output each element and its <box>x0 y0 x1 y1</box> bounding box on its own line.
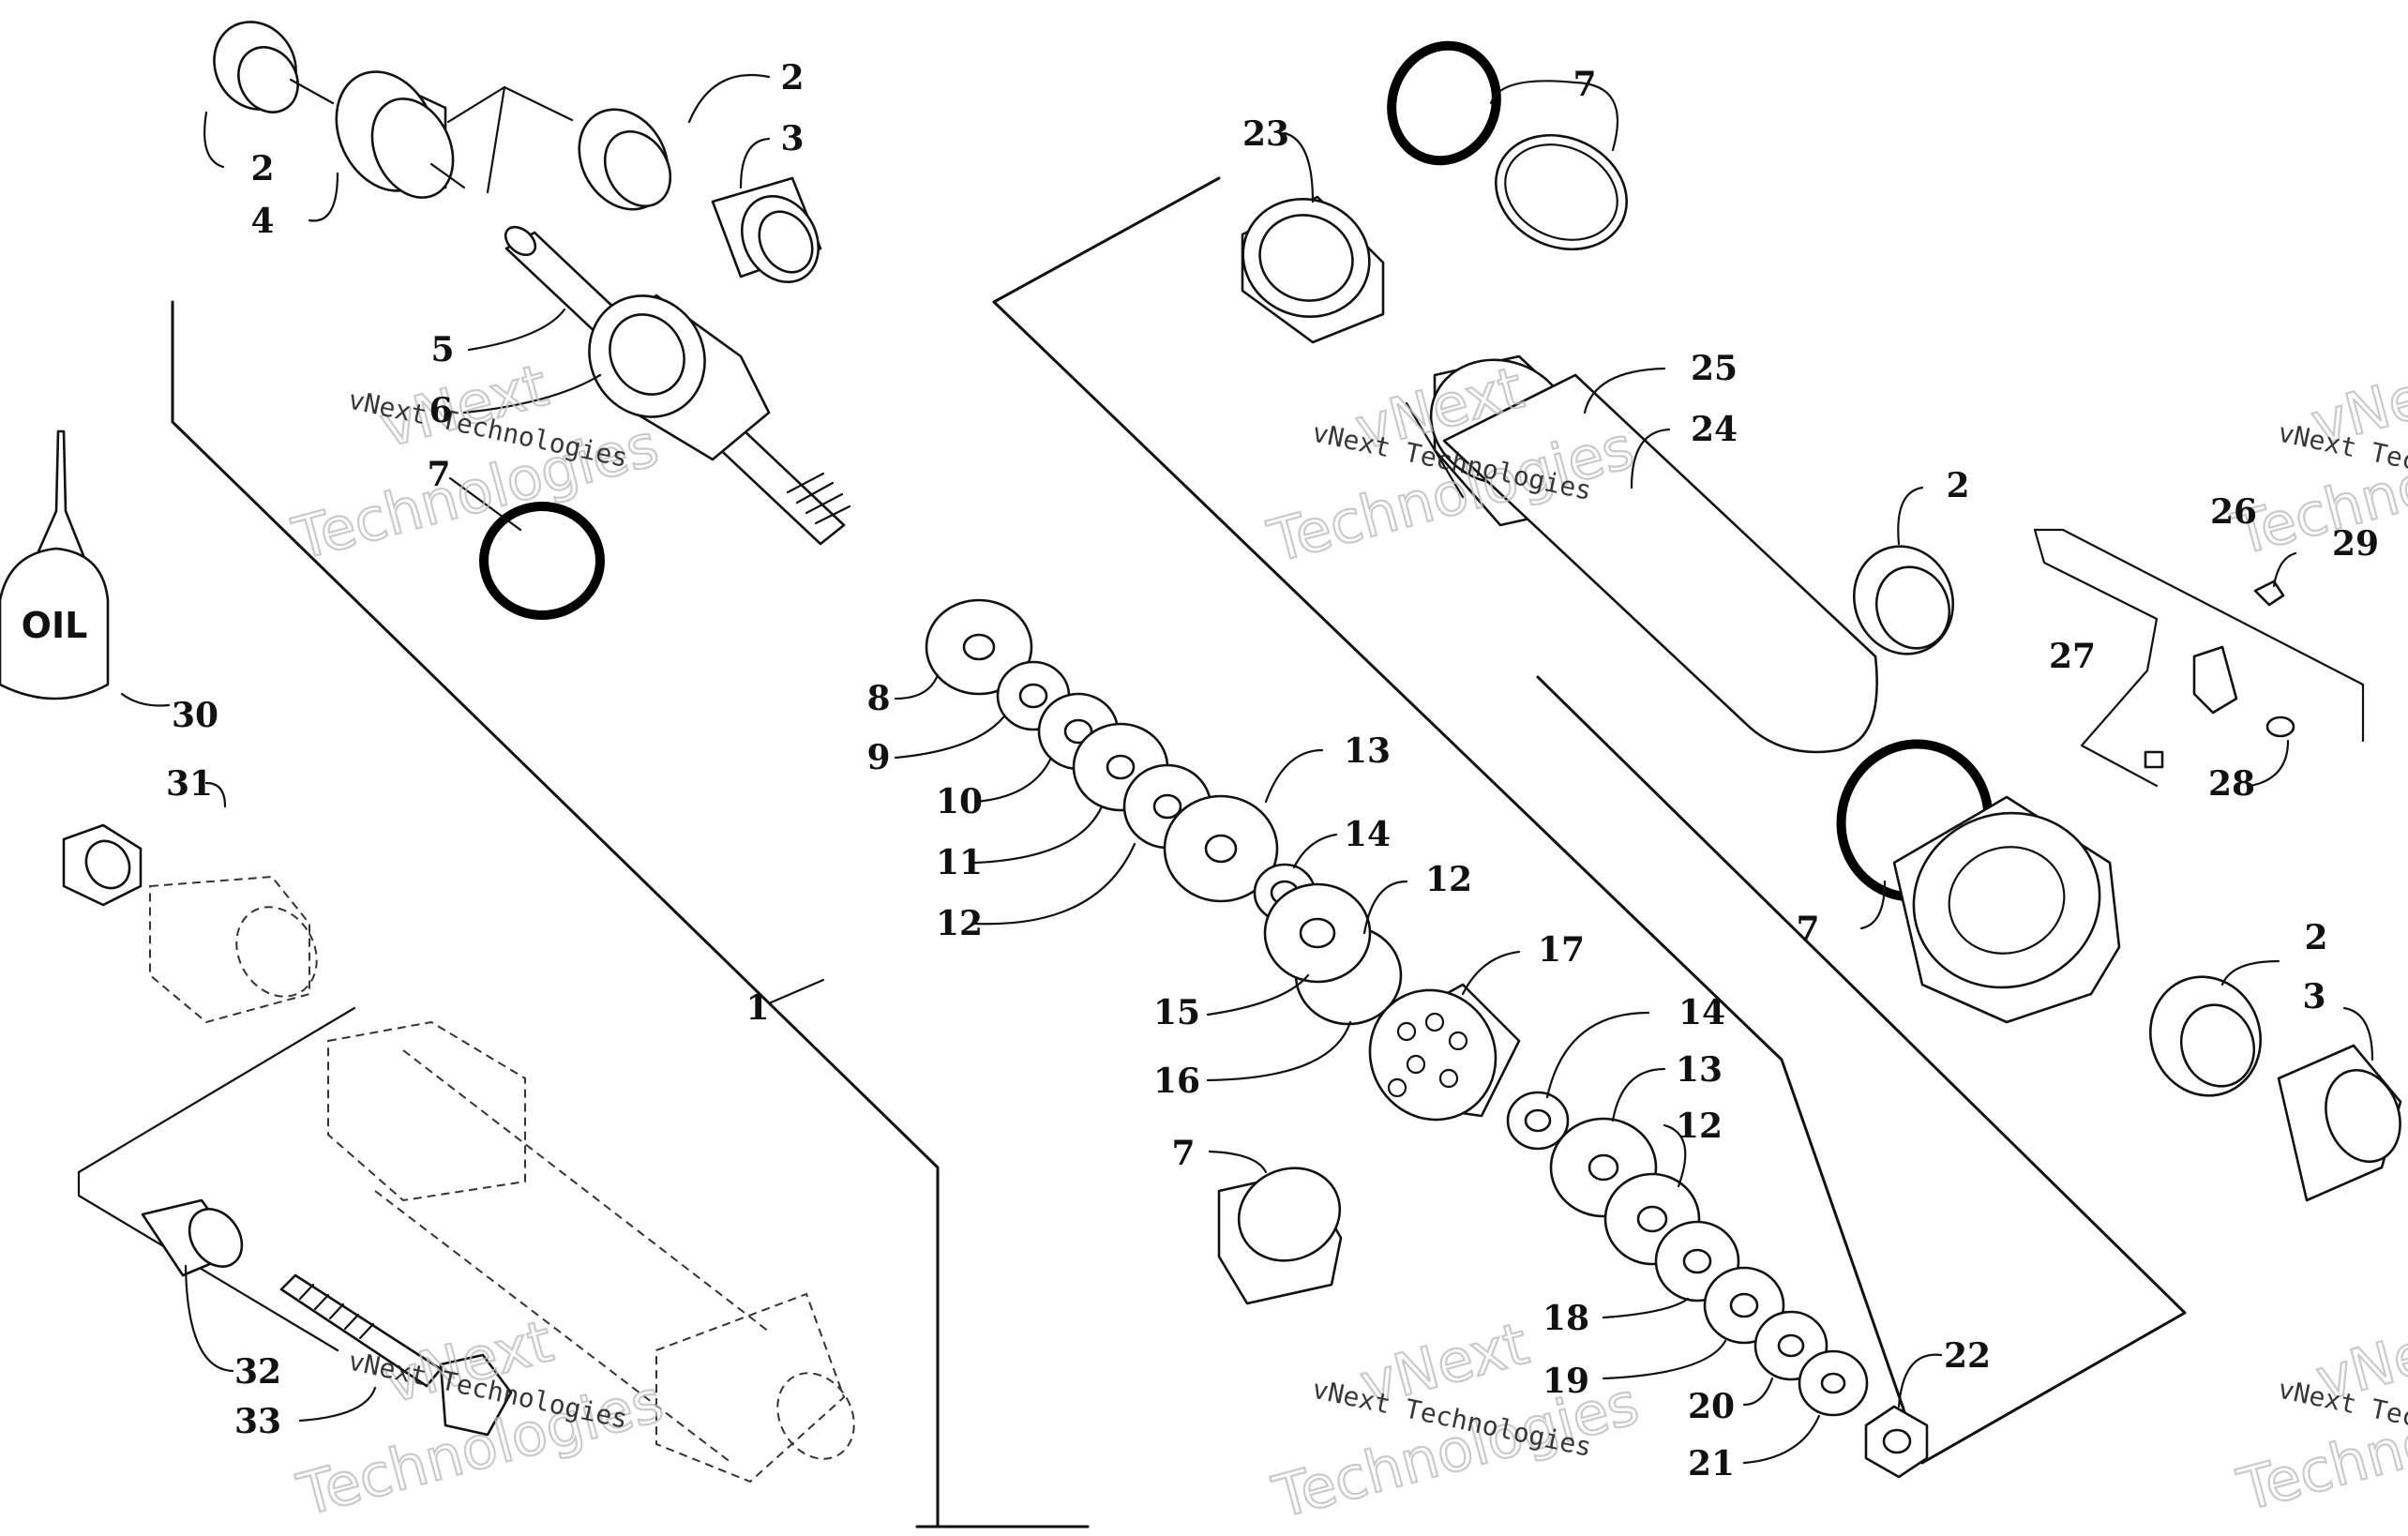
bushing-part-2-left <box>213 21 335 113</box>
piston-part-17 <box>1368 983 1521 1122</box>
zigzag-connector <box>446 85 574 194</box>
callout-label: 26 <box>2210 492 2257 532</box>
callout-label: 25 <box>1691 349 1738 388</box>
callout-label: 7 <box>1796 910 1819 949</box>
cap-part-23 <box>1241 195 1385 344</box>
callout-label: 33 <box>234 1402 281 1441</box>
callout-label: 3 <box>780 119 804 158</box>
callout-label: 17 <box>1538 930 1585 970</box>
sleeve-part-3-top <box>711 176 822 284</box>
callout-label: 20 <box>1688 1387 1735 1426</box>
assembly-bracket-right <box>992 176 2187 1465</box>
callout-label: 28 <box>2208 764 2255 804</box>
valve-parts-26-29 <box>2144 580 2295 769</box>
callout-label: 1 <box>745 988 769 1028</box>
callout-label: 7 <box>427 455 450 494</box>
callout-label: 6 <box>429 391 452 430</box>
sleeve-part-32 <box>141 1198 244 1277</box>
callout-label: 11 <box>936 843 983 882</box>
reservoir-head <box>1892 795 2121 1024</box>
callout-label: 15 <box>1153 993 1200 1032</box>
bushing-part-2-lower-right <box>2148 975 2263 1097</box>
callout-label: 29 <box>2332 524 2379 564</box>
bracket-bolt-group <box>77 1006 356 1352</box>
callout-label: 9 <box>866 738 890 777</box>
callout-label: 12 <box>1425 860 1472 899</box>
callout-label: 30 <box>172 696 218 735</box>
shim-part-14b <box>1506 1091 1570 1151</box>
eyelet-part-4 <box>335 70 466 199</box>
callout-label: 2 <box>2304 918 2327 957</box>
washer-stack-lower <box>1506 1091 1929 1479</box>
callout-labels: 1 2 2 2 2 3 3 4 5 6 7 7 7 7 8 9 10 11 12… <box>166 58 2379 1483</box>
bracket-valve-group <box>2033 528 2365 788</box>
nut-part-22 <box>1864 1405 1929 1479</box>
washer-stack <box>925 598 1403 1026</box>
shim-part-21 <box>1798 1349 1869 1417</box>
callout-label: 19 <box>1543 1362 1589 1401</box>
leader-lines <box>120 73 2374 1465</box>
callout-label: 13 <box>1676 1050 1723 1090</box>
nut-part-31 <box>62 823 143 907</box>
bushing-part-2-right <box>1852 545 1955 655</box>
callout-label: 2 <box>780 58 804 98</box>
callout-label: 32 <box>234 1352 281 1392</box>
callout-label: 14 <box>1678 993 1725 1032</box>
callout-label: 3 <box>2302 977 2325 1016</box>
callout-label: 8 <box>866 679 890 718</box>
oring-part-7-top <box>1387 40 1501 166</box>
oring-part-7-left <box>479 502 605 620</box>
callout-label: 10 <box>936 782 983 821</box>
shim-part-13a <box>1163 794 1279 903</box>
washer-part-8 <box>925 598 1033 696</box>
sleeve-part-3-lower-right <box>2277 1044 2402 1202</box>
reservoir-part-24 <box>1405 373 1878 754</box>
callout-label: 23 <box>1242 114 1289 154</box>
callout-label: 16 <box>1153 1062 1200 1101</box>
callout-label: 27 <box>2049 637 2096 676</box>
band-part-7-top <box>1494 133 1629 251</box>
callout-label: 31 <box>166 764 213 804</box>
callout-label: 2 <box>1946 466 1969 505</box>
oil-bottle-part-30: OIL <box>0 429 110 700</box>
dashed-shock-body <box>149 875 855 1483</box>
bushing-part-2-top <box>578 108 672 211</box>
callout-label: 2 <box>250 149 274 188</box>
callout-label: 5 <box>430 330 454 369</box>
callout-label: 24 <box>1691 410 1738 449</box>
callout-label: 21 <box>1688 1444 1735 1483</box>
callout-label: 22 <box>1944 1336 1991 1376</box>
callout-label: 12 <box>936 904 983 943</box>
callout-label: 18 <box>1543 1299 1589 1338</box>
seal-head-part-6 <box>588 294 771 461</box>
callout-label: 12 <box>1676 1107 1723 1146</box>
oil-bottle-label: OIL <box>22 605 88 646</box>
callout-label: 13 <box>1344 731 1391 771</box>
callout-label: 14 <box>1344 815 1391 854</box>
callout-label: 4 <box>250 202 274 241</box>
shim-part-15 <box>1263 882 1372 984</box>
piston-band-part-7 <box>1217 1167 1343 1305</box>
bolt-part-33 <box>279 1273 513 1437</box>
callout-label: 7 <box>1573 65 1596 104</box>
callout-label: 7 <box>1171 1134 1195 1173</box>
assembly-bracket-left <box>171 300 1090 1528</box>
